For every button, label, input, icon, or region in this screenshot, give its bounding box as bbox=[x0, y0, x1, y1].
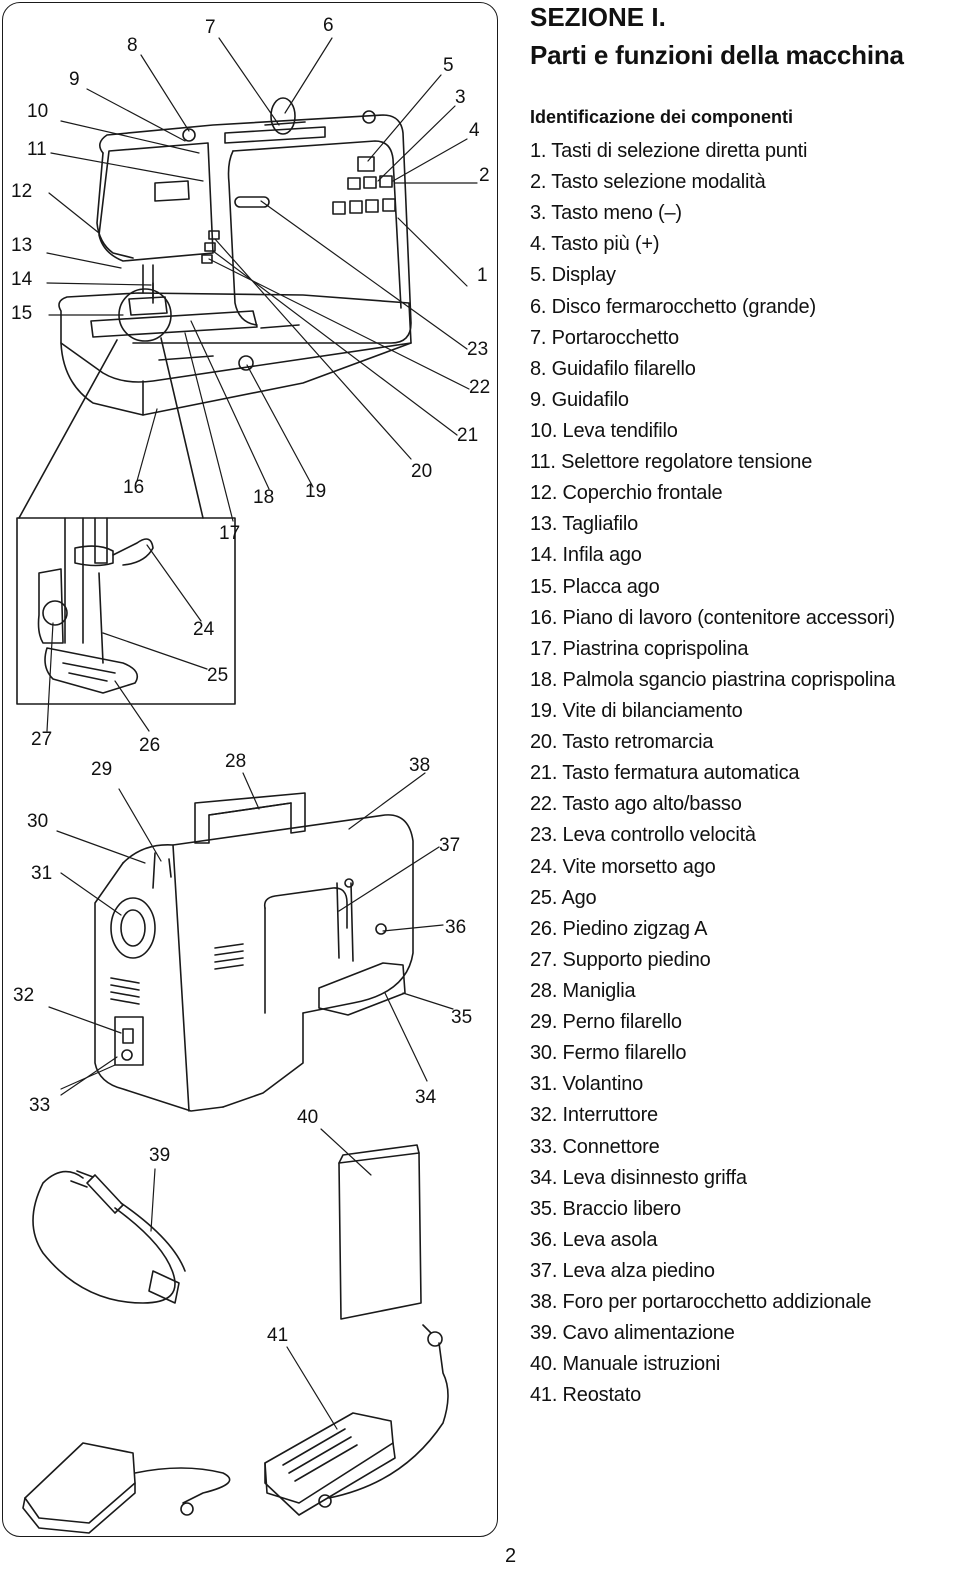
list-item: 16. Piano di lavoro (contenitore accesso… bbox=[530, 606, 895, 629]
list-item: 38. Foro per portarocchetto addizionale bbox=[530, 1291, 872, 1314]
callout-number: 20 bbox=[411, 461, 432, 482]
list-item: 39. Cavo alimentazione bbox=[530, 1322, 735, 1345]
machine-front-illustration bbox=[58, 97, 412, 416]
callout-number: 7 bbox=[205, 17, 216, 38]
callout-number: 30 bbox=[27, 811, 48, 832]
section-heading: SEZIONE I. bbox=[530, 2, 666, 32]
callout-number: 13 bbox=[11, 235, 32, 256]
callout-number: 16 bbox=[123, 477, 144, 498]
callout-number: 18 bbox=[253, 487, 274, 508]
list-item: 30. Fermo filarello bbox=[530, 1042, 687, 1065]
callout-number: 34 bbox=[415, 1087, 437, 1108]
list-item: 6. Disco fermarocchetto (grande) bbox=[530, 295, 816, 318]
callout-number: 33 bbox=[29, 1095, 50, 1116]
callout-number: 12 bbox=[11, 181, 32, 202]
list-item: 41. Reostato bbox=[530, 1384, 642, 1407]
callout-number: 21 bbox=[457, 425, 478, 446]
callout-number: 31 bbox=[31, 863, 52, 884]
components-list: 1. Tasti di selezione diretta punti 2. T… bbox=[530, 136, 895, 1411]
callout-number: 11 bbox=[27, 139, 47, 160]
callout-number: 40 bbox=[297, 1107, 318, 1128]
list-item: 13. Tagliafilo bbox=[530, 513, 639, 536]
list-item: 32. Interruttore bbox=[530, 1104, 658, 1127]
callout-number: 24 bbox=[193, 619, 215, 640]
list-item: 9. Guidafilo bbox=[530, 388, 629, 411]
callout-number: 39 bbox=[149, 1145, 170, 1166]
callout-number: 28 bbox=[225, 751, 246, 772]
list-item: 18. Palmola sgancio piastrina coprispoli… bbox=[530, 668, 896, 691]
components-heading: Identificazione dei componenti bbox=[530, 107, 794, 127]
callout-number: 38 bbox=[409, 755, 430, 776]
callout-number: 6 bbox=[323, 15, 334, 36]
list-item: 3. Tasto meno (–) bbox=[530, 202, 682, 225]
callout-number: 22 bbox=[469, 377, 490, 398]
list-item: 11. Selettore regolatore tensione bbox=[530, 451, 813, 474]
callout-number: 23 bbox=[467, 339, 488, 360]
list-item: 19. Vite di bilanciamento bbox=[530, 699, 743, 722]
callout-number: 27 bbox=[31, 729, 52, 750]
list-item: 26. Piedino zigzag A bbox=[530, 917, 708, 940]
callout-number: 1 bbox=[477, 265, 488, 286]
list-item: 12. Coperchio frontale bbox=[530, 482, 723, 505]
section-subtitle: Parti e funzioni della macchina bbox=[530, 40, 904, 70]
callout-number: 9 bbox=[69, 69, 80, 90]
callout-number: 36 bbox=[445, 917, 466, 938]
callout-number: 19 bbox=[305, 481, 326, 502]
list-item: 7. Portarocchetto bbox=[530, 326, 679, 349]
figure-panel: 1 2 3 4 5 6 7 8 9 10 11 12 13 14 15 16 1… bbox=[2, 2, 498, 1537]
list-item: 29. Perno filarello bbox=[530, 1011, 682, 1034]
list-item: 40. Manuale istruzioni bbox=[530, 1353, 721, 1376]
list-item: 36. Leva asola bbox=[530, 1228, 658, 1251]
list-item: 35. Braccio libero bbox=[530, 1197, 681, 1220]
list-item: 24. Vite morsetto ago bbox=[530, 855, 716, 878]
list-item: 8. Guidafilo filarello bbox=[530, 357, 696, 380]
callout-number: 26 bbox=[139, 735, 160, 756]
list-item: 17. Piastrina coprispolina bbox=[530, 637, 749, 660]
list-item: 34. Leva disinnesto griffa bbox=[530, 1166, 747, 1189]
list-item: 4. Tasto più (+) bbox=[530, 233, 660, 256]
list-item: 1. Tasti di selezione diretta punti bbox=[530, 140, 808, 162]
callout-labels: 1 2 3 4 5 6 7 8 9 10 11 12 13 14 15 16 1… bbox=[11, 15, 490, 1346]
list-item: 2. Tasto selezione modalità bbox=[530, 171, 766, 194]
list-item: 15. Placca ago bbox=[530, 575, 660, 598]
callout-number: 5 bbox=[443, 55, 454, 76]
callout-number: 25 bbox=[207, 665, 228, 686]
callout-leader-lines bbox=[46, 37, 478, 1430]
list-item: 21. Tasto fermatura automatica bbox=[530, 762, 800, 785]
list-item: 5. Display bbox=[530, 264, 616, 287]
callout-number: 37 bbox=[439, 835, 460, 856]
list-item: 23. Leva controllo velocità bbox=[530, 824, 756, 847]
presser-foot-detail bbox=[16, 337, 236, 705]
list-item: 20. Tasto retromarcia bbox=[530, 731, 714, 754]
instruction-manual-illustration bbox=[338, 1144, 422, 1320]
power-cord-illustration bbox=[32, 1170, 186, 1304]
callout-number: 32 bbox=[13, 985, 34, 1006]
list-item: 33. Connettore bbox=[530, 1135, 660, 1158]
list-item: 10. Leva tendifilo bbox=[530, 419, 678, 442]
callout-number: 10 bbox=[27, 101, 48, 122]
callout-number: 15 bbox=[11, 303, 32, 324]
list-item: 31. Volantino bbox=[530, 1073, 644, 1096]
callout-number: 29 bbox=[91, 759, 112, 780]
list-item: 37. Leva alza piedino bbox=[530, 1259, 715, 1282]
list-item: 22. Tasto ago alto/basso bbox=[530, 793, 742, 816]
callout-number: 4 bbox=[469, 120, 480, 141]
callout-number: 14 bbox=[11, 269, 33, 290]
callout-number: 41 bbox=[267, 1325, 288, 1346]
callout-number: 17 bbox=[219, 523, 240, 544]
callout-number: 2 bbox=[479, 165, 490, 186]
sewing-machine-diagram: 1 2 3 4 5 6 7 8 9 10 11 12 13 14 15 16 1… bbox=[11, 15, 490, 1534]
list-item: 14. Infila ago bbox=[530, 544, 642, 567]
list-item: 27. Supporto piedino bbox=[530, 948, 711, 971]
machine-side-illustration bbox=[94, 792, 414, 1112]
callout-number: 8 bbox=[127, 35, 138, 56]
callout-number: 3 bbox=[455, 87, 466, 108]
foot-controller-illustration bbox=[22, 1324, 449, 1534]
list-item: 25. Ago bbox=[530, 886, 597, 909]
list-item: 28. Maniglia bbox=[530, 979, 636, 1002]
callout-number: 35 bbox=[451, 1007, 472, 1028]
page-number: 2 bbox=[505, 1545, 517, 1567]
